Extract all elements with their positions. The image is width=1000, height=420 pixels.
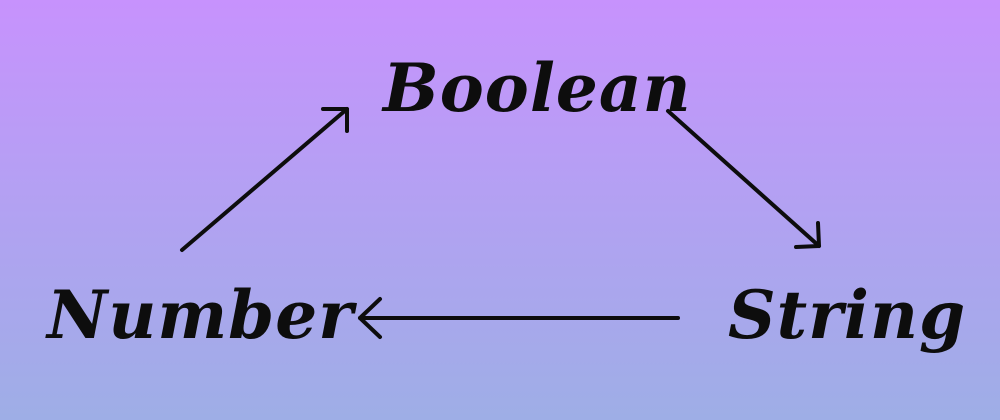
arrow-string-to-number: [358, 297, 680, 339]
arrow-boolean-to-string: [666, 109, 821, 249]
node-number: Number: [47, 276, 355, 354]
arrow-number-to-boolean: [180, 107, 349, 252]
node-string: String: [728, 276, 967, 354]
node-boolean: Boolean: [383, 49, 692, 127]
